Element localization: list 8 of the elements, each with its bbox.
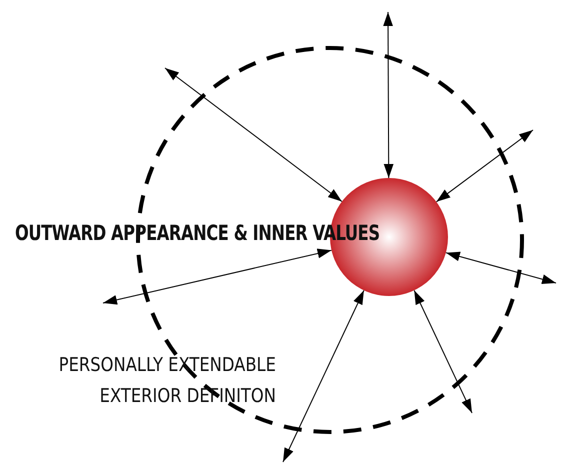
- double-headed-arrow: [164, 68, 342, 202]
- double-headed-arrow: [102, 248, 332, 305]
- double-headed-arrow: [445, 252, 556, 284]
- double-headed-arrow: [436, 130, 534, 202]
- double-headed-arrow: [282, 290, 364, 462]
- note-text: PERSONALLY EXTENDABLE EXTERIOR DEFINITON: [58, 353, 276, 409]
- double-headed-arrow: [414, 290, 472, 414]
- double-headed-arrow: [383, 12, 394, 178]
